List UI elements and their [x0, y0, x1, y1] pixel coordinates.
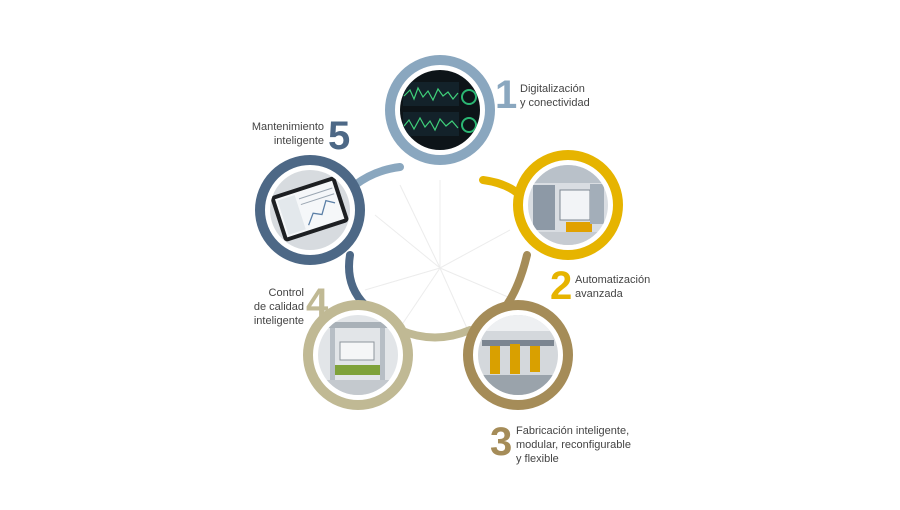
step-1-label-line-1: Digitalización — [520, 83, 585, 95]
step-3-circle — [463, 300, 573, 410]
step-2-label: Automatización avanzada — [575, 273, 650, 301]
step-3-label-line-2: modular, reconfigurable — [516, 439, 631, 451]
step-5-label: Mantenimiento inteligente — [226, 120, 324, 148]
step-1-circle — [385, 55, 495, 165]
step-2-label-line-2: avanzada — [575, 288, 623, 300]
step-4-label-line-2: de calidad — [253, 301, 304, 313]
step-3-label-line-3: y flexible — [516, 453, 559, 465]
monitoring-dashboard-screen — [400, 70, 480, 150]
step-5-number: 5 — [328, 114, 351, 158]
step-4-label-line-3: inteligente — [253, 315, 304, 327]
maintenance-tablet — [270, 170, 350, 250]
inspection-station — [318, 315, 398, 395]
arc-3-to-4 — [396, 326, 474, 342]
step-4-label-line-1: Control — [268, 287, 304, 299]
step-1-label-line-2: y conectividad — [520, 97, 590, 109]
step-3-label: Fabricación inteligente, modular, reconf… — [516, 424, 631, 466]
step-5-label-line-2: inteligente — [273, 135, 324, 147]
arc-4-to-5 — [345, 251, 369, 309]
step-4-circle — [303, 300, 413, 410]
step-2-label-line-1: Automatización — [575, 274, 651, 286]
center-radial-lines — [364, 180, 516, 336]
arc-5-to-1 — [351, 163, 404, 189]
step-1-label: Digitalización y conectividad — [520, 82, 590, 110]
step-3-number: 3 — [490, 420, 513, 464]
step-2-number: 2 — [550, 264, 573, 308]
step-5-circle — [255, 155, 365, 265]
robotic-assembly-line — [478, 315, 558, 395]
step-4-label: Control de calidad inteligente — [220, 286, 304, 328]
step-4-number: 4 — [306, 281, 329, 325]
step-2-circle — [513, 150, 623, 260]
step-3-label-line-1: Fabricación inteligente, — [516, 425, 630, 437]
automated-production-cell — [528, 165, 608, 245]
step-1-number: 1 — [495, 73, 518, 117]
step-5-label-line-1: Mantenimiento — [251, 121, 324, 133]
